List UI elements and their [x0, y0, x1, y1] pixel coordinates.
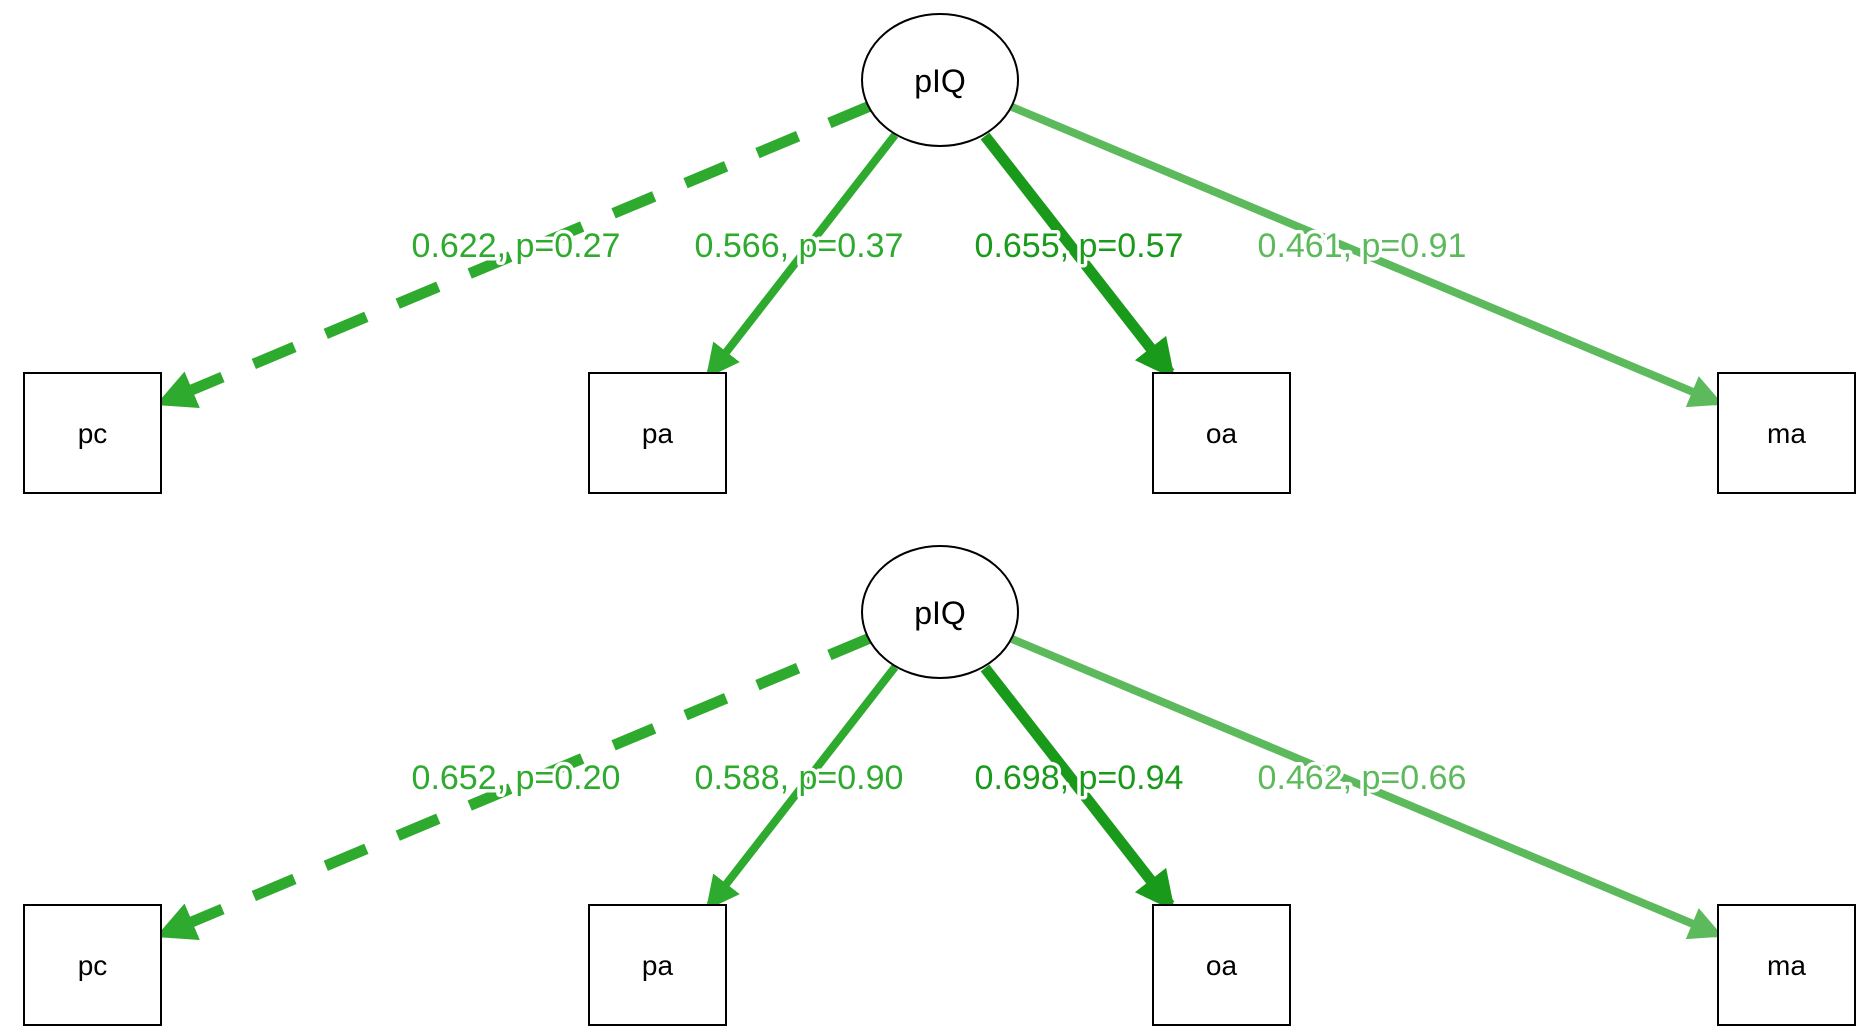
indicator-label-pa: pa — [642, 950, 674, 981]
indicator-box-oa — [1152, 904, 1291, 1026]
indicator-box-pc — [23, 372, 162, 494]
edge-label-oa: 0.655, p=0.57 — [975, 227, 1184, 265]
edge-pa: 0.588, p=0.90 — [691, 664, 907, 911]
latent-label: pIQ — [914, 595, 966, 631]
indicator-box-oa — [1152, 372, 1291, 494]
indicator-box-ma — [1717, 904, 1856, 1026]
indicator-node-ma: ma — [1717, 904, 1856, 1026]
edge-label-pc: 0.622, p=0.27 — [412, 227, 621, 265]
indicator-label-ma: ma — [1767, 950, 1806, 981]
panel-bottom: 0.652, p=0.20 0.588, p=0.90 0.698, p=0.9… — [23, 545, 1856, 1026]
edge-line-pa — [705, 664, 899, 911]
latent-ellipse — [861, 13, 1019, 147]
indicator-node-pc: pc — [23, 904, 162, 1026]
latent-node: pIQ — [861, 545, 1019, 679]
edge-line-oa — [980, 664, 1175, 912]
edge-line-oa — [980, 132, 1175, 380]
indicator-node-oa: oa — [1152, 372, 1291, 494]
panel-top: 0.622, p=0.27 0.566, p=0.37 0.655, p=0.5… — [23, 13, 1856, 494]
edge-pc: 0.622, p=0.27 — [155, 100, 873, 409]
indicator-box-pc — [23, 904, 162, 1026]
edge-label-oa: 0.698, p=0.94 — [975, 759, 1184, 797]
indicator-label-ma: ma — [1767, 418, 1806, 449]
indicator-box-pa — [588, 904, 727, 1026]
edge-line-ma — [1010, 103, 1724, 408]
indicator-label-oa: oa — [1206, 950, 1238, 981]
latent-node: pIQ — [861, 13, 1019, 147]
indicator-box-pa — [588, 372, 727, 494]
indicator-label-oa: oa — [1206, 418, 1238, 449]
edge-pa: 0.566, p=0.37 — [691, 132, 907, 379]
indicator-node-pc: pc — [23, 372, 162, 494]
indicator-box-ma — [1717, 372, 1856, 494]
edge-label-pa: 0.566, p=0.37 — [695, 227, 904, 265]
edge-line-pc — [155, 632, 873, 941]
edge-ma: 0.462, p=0.66 — [1010, 635, 1724, 940]
edge-ma: 0.461, p=0.91 — [1010, 103, 1724, 408]
indicator-label-pc: pc — [78, 950, 108, 981]
edge-label-ma: 0.462, p=0.66 — [1258, 759, 1467, 797]
indicator-node-ma: ma — [1717, 372, 1856, 494]
edge-oa: 0.698, p=0.94 — [971, 664, 1187, 912]
edge-label-pc: 0.652, p=0.20 — [412, 759, 621, 797]
edge-label-pa: 0.588, p=0.90 — [695, 759, 904, 797]
indicator-node-oa: oa — [1152, 904, 1291, 1026]
latent-ellipse — [861, 545, 1019, 679]
indicator-label-pc: pc — [78, 418, 108, 449]
edge-pc: 0.652, p=0.20 — [155, 632, 873, 941]
edge-label-ma: 0.461, p=0.91 — [1258, 227, 1467, 265]
indicator-node-pa: pa — [588, 372, 727, 494]
edge-oa: 0.655, p=0.57 — [971, 132, 1187, 380]
edge-line-ma — [1010, 635, 1724, 940]
indicator-label-pa: pa — [642, 418, 674, 449]
latent-label: pIQ — [914, 63, 966, 99]
indicator-node-pa: pa — [588, 904, 727, 1026]
edge-line-pa — [705, 132, 899, 379]
edge-line-pc — [155, 100, 873, 409]
